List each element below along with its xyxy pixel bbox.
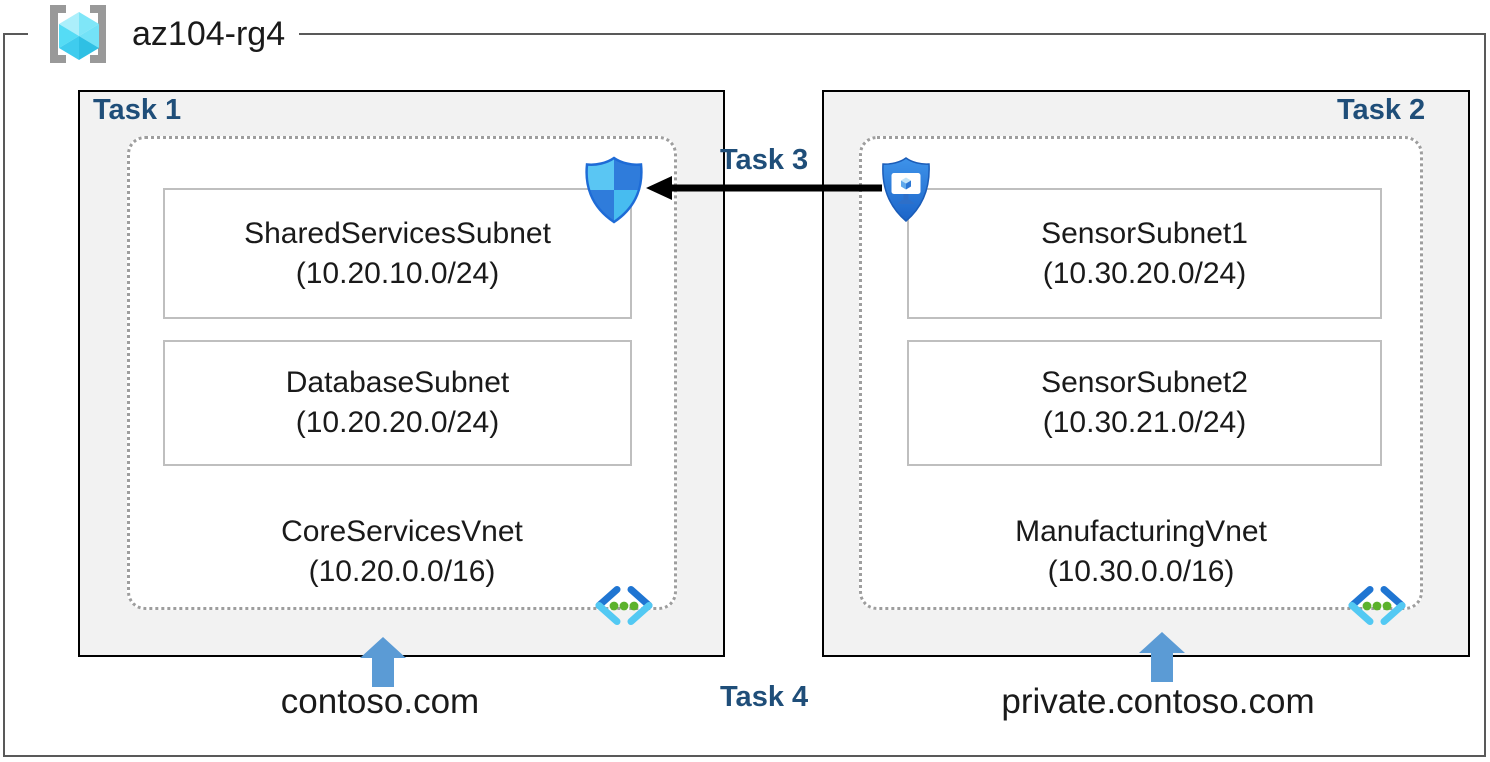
resource-group-border: [3, 33, 1486, 757]
subnet-box-sensor1: SensorSubnet1 (10.30.20.0/24): [907, 188, 1382, 319]
task2-label: Task 2: [1337, 94, 1426, 126]
vnet-cidr: (10.30.0.0/16): [1047, 555, 1235, 588]
virtual-network-icon: [595, 586, 653, 625]
bastion-shield-monitor-icon: [882, 157, 930, 222]
subnet-box-sensor2: SensorSubnet2 (10.30.21.0/24): [907, 340, 1382, 466]
virtual-network-icon: [1348, 586, 1406, 625]
coreservices-vnet-label: CoreServicesVnet (10.20.0.0/16): [127, 512, 677, 592]
resource-group-name: az104-rg4: [132, 14, 286, 53]
task1-label: Task 1: [93, 94, 182, 126]
resource-group-header: az104-rg4: [28, 2, 300, 66]
subnet-name: SharedServicesSubnet: [244, 216, 551, 250]
subnet-box-database: DatabaseSubnet (10.20.20.0/24): [163, 340, 632, 466]
blue-up-arrow: [360, 637, 406, 687]
vnet-name: CoreServicesVnet: [281, 515, 523, 548]
subnet-cidr: (10.20.20.0/24): [295, 406, 500, 439]
task4-label: Task 4: [720, 681, 809, 713]
black-left-arrow: [646, 176, 882, 200]
subnet-cidr: (10.30.21.0/24): [1042, 406, 1247, 439]
resource-group-icon: [50, 5, 106, 63]
nsg-shield-icon: [585, 156, 643, 224]
subnet-box-sharedservices: SharedServicesSubnet (10.20.10.0/24): [163, 188, 632, 319]
subnet-cidr: (10.30.20.0/24): [1042, 256, 1247, 290]
subnet-name: DatabaseSubnet: [285, 366, 510, 399]
vnet-name: ManufacturingVnet: [1015, 515, 1267, 548]
dns-zone-contoso: contoso.com: [280, 682, 480, 721]
task3-label: Task 3: [720, 144, 809, 176]
subnet-cidr: (10.20.10.0/24): [295, 256, 500, 290]
subnet-name: SensorSubnet1: [1041, 216, 1248, 250]
manufacturing-vnet-label: ManufacturingVnet (10.30.0.0/16): [859, 512, 1423, 592]
blue-up-arrow: [1139, 632, 1185, 682]
vnet-cidr: (10.20.0.0/16): [308, 555, 496, 588]
subnet-name: SensorSubnet2: [1041, 366, 1248, 399]
dns-zone-private-contoso: private.contoso.com: [1001, 682, 1315, 721]
